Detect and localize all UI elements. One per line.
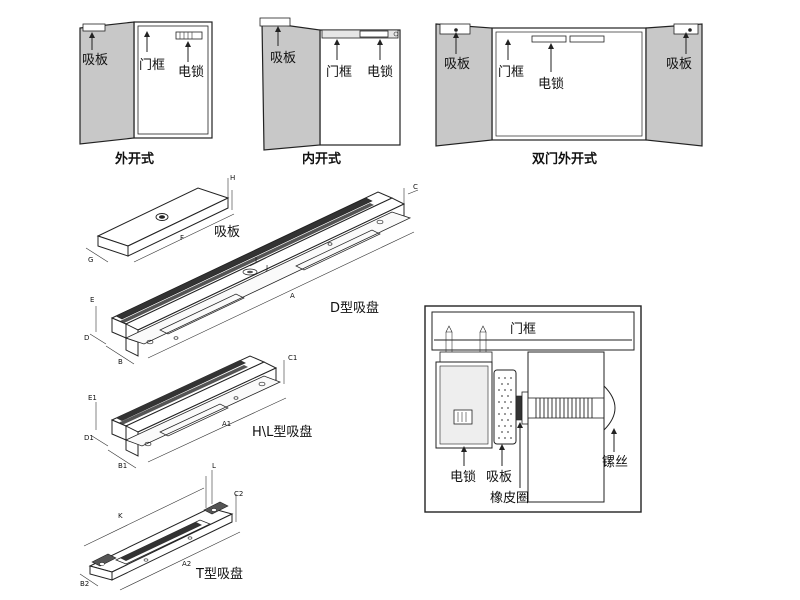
dim-e: E bbox=[90, 296, 94, 304]
dim-h: H bbox=[230, 174, 235, 182]
door-leaf-section bbox=[527, 351, 605, 503]
dim-b1: B1 bbox=[118, 462, 127, 470]
dim-b2: B2 bbox=[80, 580, 89, 588]
label-lock: 电锁 bbox=[178, 64, 204, 80]
dim-a2: A2 bbox=[182, 560, 191, 568]
dim-f: F bbox=[180, 234, 184, 242]
label-strike-plate: 吸板 bbox=[82, 53, 108, 68]
rubber-ring bbox=[515, 395, 523, 421]
label-rubber-ring: 橡皮圈 bbox=[490, 491, 529, 506]
frame-inner-line bbox=[137, 25, 209, 135]
installation-detail: 门框 bbox=[424, 305, 642, 513]
dim-a1: A1 bbox=[222, 420, 231, 428]
dim-d1: D1 bbox=[84, 434, 94, 442]
lock-body-right bbox=[569, 35, 605, 43]
bolt-shaft bbox=[527, 397, 605, 419]
outward-door-diagram: 吸板 门框 电锁 外开式 bbox=[79, 21, 213, 167]
title-hl-type: H\L型吸盘 bbox=[252, 424, 312, 440]
door-frame-opening bbox=[491, 27, 647, 141]
lock-body bbox=[359, 30, 389, 38]
t-type-maglock-drawing: L C2 K A2 B2 T型吸盘 bbox=[79, 462, 243, 591]
dim-c: C bbox=[413, 183, 418, 191]
right-door-leaf bbox=[645, 23, 703, 147]
left-door-leaf bbox=[435, 23, 493, 147]
open-door-leaf bbox=[79, 21, 135, 145]
strike-plate-mount bbox=[82, 23, 106, 32]
hl-type-maglock-drawing: C1 E1 A1 B1 D1 H\L型吸盘 bbox=[84, 354, 312, 470]
dim-g: G bbox=[88, 256, 93, 264]
lock-terminal bbox=[453, 409, 473, 425]
label-strike-plate-right: 吸板 bbox=[666, 57, 692, 72]
dim-a: A bbox=[290, 292, 295, 300]
dim-k: K bbox=[118, 512, 123, 520]
door-frame-beam bbox=[431, 311, 635, 351]
label-lock: 电锁 bbox=[367, 64, 393, 80]
screw-head bbox=[603, 384, 616, 432]
label-door-frame: 门框 bbox=[326, 65, 352, 80]
mounting-hole bbox=[155, 213, 169, 221]
dim-c1: C1 bbox=[288, 354, 297, 362]
door-frame-opening bbox=[133, 21, 213, 139]
lock-body-left bbox=[531, 35, 567, 43]
label-door-frame: 门框 bbox=[510, 322, 536, 337]
double-door-diagram: 吸板 门框 电锁 吸板 双门外开式 bbox=[435, 23, 703, 167]
strike-plate-block bbox=[493, 369, 517, 445]
label-lock: 电锁 bbox=[450, 469, 476, 485]
inward-door-diagram: 吸板 门框 电锁 内开式 bbox=[259, 17, 401, 167]
label-strike-plate: 吸板 bbox=[486, 470, 512, 485]
title-strike-plate: 吸板 bbox=[214, 225, 240, 240]
strike-plate-mount bbox=[259, 17, 291, 27]
caption-outward: 外开式 bbox=[114, 151, 154, 167]
title-d-type: D型吸盘 bbox=[330, 300, 379, 316]
dim-b: B bbox=[118, 358, 123, 366]
dim-l: L bbox=[212, 462, 216, 470]
label-strike-plate: 吸板 bbox=[270, 51, 296, 66]
d-type-maglock-drawing: C E A B D I J D型吸盘 bbox=[84, 183, 419, 366]
caption-inward: 内开式 bbox=[302, 151, 341, 167]
lock-body bbox=[175, 31, 203, 40]
open-door-leaf bbox=[261, 21, 321, 151]
door-frame-opening bbox=[319, 29, 401, 146]
label-door-frame: 门框 bbox=[498, 65, 524, 80]
dim-e1: E1 bbox=[88, 394, 97, 402]
dim-d: D bbox=[84, 334, 89, 342]
dim-i: I bbox=[255, 256, 257, 264]
title-t-type: T型吸盘 bbox=[195, 566, 243, 582]
dim-j: J bbox=[265, 264, 268, 272]
dim-c2: C2 bbox=[234, 490, 243, 498]
strike-plate-drawing: H F G 吸板 bbox=[85, 174, 240, 264]
label-screw: 镙丝 bbox=[602, 455, 628, 470]
label-strike-plate-left: 吸板 bbox=[444, 57, 470, 72]
caption-double: 双门外开式 bbox=[532, 151, 597, 167]
label-lock: 电锁 bbox=[538, 76, 564, 92]
label-door-frame: 门框 bbox=[139, 58, 165, 73]
